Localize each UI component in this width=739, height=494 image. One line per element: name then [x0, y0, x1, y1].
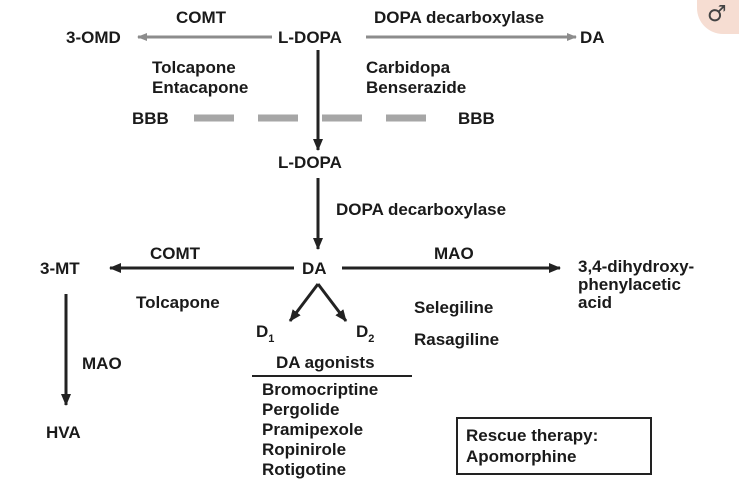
comt-inhibitor: Entacapone [152, 78, 249, 97]
mao-inhibitor-list: Selegiline Rasagiline [414, 292, 499, 356]
product-hva: HVA [46, 423, 81, 442]
rescue-title: Rescue therapy: [466, 426, 599, 445]
dopac-line: phenylacetic [578, 275, 681, 294]
brain-ldopa: L-DOPA [278, 153, 342, 172]
comt-inhibitor-list: Tolcapone Entacapone [152, 58, 248, 98]
bbb-label-left: BBB [132, 109, 169, 128]
product-da-periphery: DA [580, 28, 605, 47]
bbb-label-right: BBB [458, 109, 495, 128]
product-3omd: 3-OMD [66, 28, 121, 47]
receptor-d1-letter: D [256, 322, 269, 341]
product-3mt: 3-MT [40, 259, 80, 278]
ddc-inhibitor: Benserazide [366, 78, 467, 97]
agonist-drug: Ropinirole [262, 440, 347, 459]
receptor-d1: D1 [256, 322, 275, 345]
mao-inhibitor: Selegiline [414, 298, 494, 317]
receptor-d2-letter: D [356, 322, 369, 341]
dopac-line: 3,4-dihydroxy- [578, 257, 695, 276]
enzyme-ddc-brain: DOPA decarboxylase [336, 200, 507, 219]
agonists-heading: DA agonists [276, 353, 375, 372]
gender-symbol-icon: ♂ [707, 2, 727, 27]
rescue-therapy-text: Rescue therapy: Apomorphine [466, 425, 598, 467]
arrow-da-to-d2 [316, 283, 348, 322]
comt-inhibitor-brain: Tolcapone [136, 293, 220, 312]
rescue-drug: Apomorphine [466, 447, 577, 466]
dopac-line: acid [578, 293, 613, 312]
receptor-d2: D2 [356, 322, 375, 345]
mao-inhibitor: Rasagiline [414, 330, 500, 349]
agonist-drug: Pramipexole [262, 420, 364, 439]
product-dopac: 3,4-dihydroxy- phenylacetic acid [578, 258, 694, 312]
dopamine-node: DA [302, 259, 327, 278]
receptor-d2-sub: 2 [368, 333, 375, 345]
agonist-list: Bromocriptine Pergolide Pramipexole Ropi… [262, 380, 378, 480]
enzyme-comt-top: COMT [176, 8, 227, 27]
agonist-drug: Pergolide [262, 400, 340, 419]
agonist-drug: Rotigotine [262, 460, 347, 479]
comt-inhibitor: Tolcapone [152, 58, 236, 77]
enzyme-mao-right: MAO [434, 244, 474, 263]
enzyme-ddc-top: DOPA decarboxylase [374, 8, 545, 27]
agonist-drug: Bromocriptine [262, 380, 379, 399]
arrow-da-to-d1 [288, 283, 320, 322]
rescue-therapy-box [456, 417, 652, 475]
enzyme-mao-down: MAO [82, 354, 122, 373]
receptor-d1-sub: 1 [268, 333, 275, 345]
ddc-inhibitor: Carbidopa [366, 58, 451, 77]
enzyme-comt-brain: COMT [150, 244, 201, 263]
ddc-inhibitor-list: Carbidopa Benserazide [366, 58, 466, 98]
source-ldopa: L-DOPA [278, 28, 342, 47]
